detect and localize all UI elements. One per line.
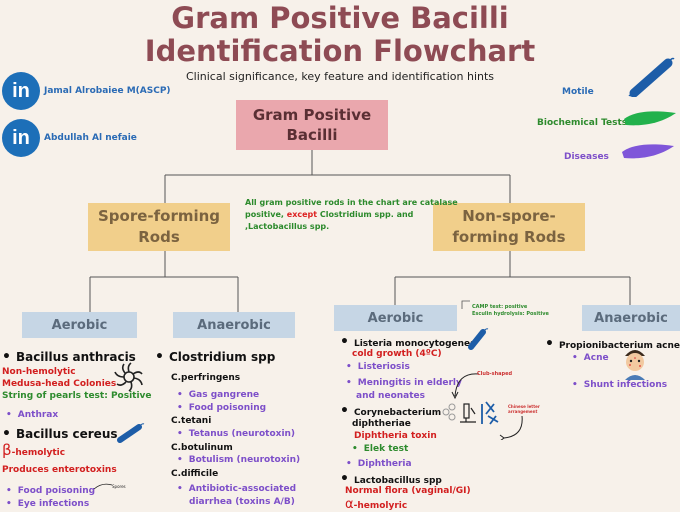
- elek-test: Elek test: [352, 443, 409, 455]
- catalase-note: All gram positive rods in the chart are …: [245, 197, 467, 233]
- motile-rod-icon: [117, 423, 145, 443]
- c-difficile: C.difficile: [171, 469, 219, 479]
- food-poisoning-disease: Food poisoning: [6, 485, 95, 497]
- chinese-letter-label: Chinese letter arrangement: [508, 404, 540, 414]
- listeriosis-disease: Listeriosis: [346, 361, 410, 373]
- hemolytic-label: -hemolytic: [11, 448, 66, 458]
- bacillus-cereus: Bacillus cereus: [2, 428, 118, 440]
- linkedin-icon[interactable]: in: [2, 119, 40, 157]
- corynebacterium-line2: diphtheriae: [352, 419, 411, 429]
- club-shaped-arrow-icon: [451, 373, 480, 400]
- spore-anaerobic-box: Anaerobic: [173, 312, 295, 338]
- club-shaped-label: Club-shaped: [477, 371, 513, 377]
- medusa-colony-icon: [114, 362, 143, 392]
- alpha-hemolytic-label: -hemolyric: [353, 501, 408, 511]
- listeria-monocytogenes: Listeria monocytogenes: [340, 336, 476, 350]
- author-name: Abdullah Al nefaie: [44, 133, 137, 143]
- lactobacillus-spp: Lactobacillus spp: [340, 473, 442, 487]
- string-of-pearls-test: String of pearls test: Positive: [2, 391, 152, 401]
- spores-label: Spores: [112, 484, 126, 489]
- note-text: Clostridium spp. and ,Lactobacillus spp.: [245, 210, 414, 231]
- linkedin-icon[interactable]: in: [2, 72, 40, 110]
- corynebacterium: Corynebacterium: [340, 405, 441, 419]
- meningitis-disease: Meningitis in elderly: [346, 377, 462, 389]
- cold-growth: cold growth (4ºC): [352, 349, 442, 359]
- beta-symbol: β: [2, 441, 12, 459]
- nonspore-anaerobic-box: Anaerobic: [582, 305, 680, 331]
- legend-biochemical-label: Biochemical Tests: [537, 118, 628, 128]
- normal-flora: Normal flora (vaginal/GI): [345, 486, 471, 496]
- page-title: Gram Positive Bacilli Identification Flo…: [144, 1, 536, 68]
- gas-gangrene-disease: Gas gangrene: [177, 389, 259, 401]
- motile-rod-icon: [628, 57, 675, 97]
- page-subtitle: Clinical significance, key feature and i…: [185, 70, 495, 83]
- test-pointer-icon: [461, 300, 470, 309]
- lacto-hemolysis: α-hemolyric: [345, 497, 407, 512]
- medusa-colonies: Medusa-head Colonies: [2, 379, 117, 389]
- legend-motile-label: Motile: [562, 87, 594, 97]
- motile-rod-icon: [468, 328, 489, 350]
- cereus-hemolysis: β-hemolytic: [2, 441, 66, 459]
- enterotoxins: Produces enterotoxins: [2, 465, 117, 475]
- shunt-infections-disease: Shunt infections: [572, 379, 667, 391]
- nonspore-aerobic-box: Aerobic: [334, 305, 457, 331]
- acne-face-icon: [625, 350, 645, 380]
- diphtheria-disease: Diphtheria: [346, 458, 412, 470]
- c-botulinum: C.botulinum: [171, 443, 233, 453]
- antibiotic-diarrhea-disease-line2: diarrhea (toxins A/B): [189, 497, 295, 507]
- bacillus-anthracis: Bacillus anthracis: [2, 351, 136, 363]
- alpha-symbol: α: [345, 497, 354, 512]
- note-except: except: [286, 210, 318, 219]
- esculin-test: Esculin hydrolysis: Positive: [472, 311, 549, 317]
- spore-aerobic-box: Aerobic: [22, 312, 137, 338]
- clostridium-spp: Clostridium spp: [155, 351, 275, 363]
- camp-test: CAMP test: positive: [472, 304, 528, 310]
- spore-forming-box: Spore-forming Rods: [88, 203, 230, 251]
- meningitis-disease-line2: and neonates: [356, 391, 425, 401]
- tetanus-disease: Tetanus (neurotoxin): [177, 428, 295, 440]
- microscope-cells-icon: [442, 401, 499, 425]
- food-poisoning-disease: Food poisoning: [177, 402, 266, 414]
- gram-positive-bacilli-box: Gram Positive Bacilli: [236, 100, 388, 150]
- diseases-brush-icon: [622, 144, 674, 159]
- propionibacterium-acnes: Propionibacterium acnes: [545, 338, 680, 352]
- c-tetani: C.tetani: [171, 416, 212, 426]
- author-name: Jamal Alrobaiee M(ASCP): [44, 86, 171, 96]
- spores-arrow-icon: [93, 483, 113, 490]
- antibiotic-diarrhea-disease: Antibiotic-associated: [177, 483, 296, 495]
- legend-diseases-label: Diseases: [564, 152, 609, 162]
- chinese-letter-arrow-icon: [499, 415, 523, 440]
- biochemical-brush-icon: [624, 111, 676, 126]
- anthrax-disease: Anthrax: [6, 409, 58, 421]
- non-spore-forming-box: Non-spore- forming Rods: [433, 203, 585, 251]
- c-perfringens: C.perfringens: [171, 373, 241, 383]
- diphtheria-toxin: Diphtheria toxin: [354, 431, 437, 441]
- eye-infections-disease: Eye infections: [6, 498, 89, 510]
- acne-disease: Acne: [572, 352, 609, 364]
- botulism-disease: Botulism (neurotoxin): [177, 454, 300, 466]
- note-text: All gram positive rods in the chart are …: [245, 198, 458, 219]
- anthracis-hemolysis: Non-hemolytic: [2, 367, 76, 377]
